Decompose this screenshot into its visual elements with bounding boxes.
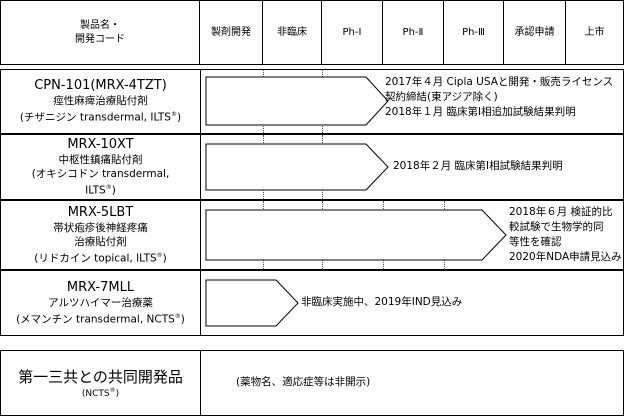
header-nonclinical: 非臨床 bbox=[262, 0, 322, 65]
progress-arrow bbox=[205, 76, 389, 126]
joint-name-cell: 第一三共との共同開発品 (NCTS®) bbox=[1, 351, 201, 415]
joint-development-row: 第一三共との共同開発品 (NCTS®) (薬物名、適応症等は非開示) bbox=[0, 350, 624, 416]
detail-text: (リドカイン topical, ILTS bbox=[34, 252, 157, 265]
product-code: MRX-5LBT bbox=[67, 204, 134, 220]
product-detail: (リドカイン topical, ILTS®) bbox=[34, 249, 167, 266]
joint-mark-close: ) bbox=[115, 389, 120, 399]
header-ph3: Ph-Ⅲ bbox=[443, 0, 504, 65]
header-launch: 上市 bbox=[565, 0, 624, 65]
product-code: MRX-7MLL bbox=[66, 279, 135, 295]
detail-close: ) bbox=[111, 184, 116, 197]
header-name-line1: 製品名・ bbox=[80, 20, 120, 31]
joint-note: (薬物名、適応症等は非開示) bbox=[236, 376, 371, 388]
product-row: MRX-7MLL アルツハイマー治療薬 (メマンチン transdermal, … bbox=[0, 270, 624, 336]
header-approval: 承認申請 bbox=[503, 0, 566, 65]
product-code: CPN-101(MRX-4TZT) bbox=[34, 78, 167, 94]
status-text: 非臨床実施中、2019年IND見込み bbox=[301, 296, 463, 308]
product-name: 痙性麻痺治療貼付剤 bbox=[53, 95, 148, 108]
product-detail: (メマンチン transdermal, NCTS®) bbox=[16, 310, 185, 327]
product-name: アルツハイマー治療薬 bbox=[48, 296, 153, 309]
product-name-line2: 治療貼付剤 bbox=[74, 235, 127, 248]
product-row: CPN-101(MRX-4TZT) 痙性麻痺治療貼付剤 (チザニジン trans… bbox=[0, 69, 624, 134]
registered-mark: ® bbox=[174, 312, 181, 320]
header-name-line2: 開発コード bbox=[75, 33, 125, 45]
product-name-cell: MRX-5LBT 帯状疱疹後神経疼痛 治療貼付剤 (リドカイン topical,… bbox=[1, 201, 201, 269]
product-detail-line1: (オキシコドン transdermal, bbox=[31, 167, 170, 180]
joint-mark: (NCTS®) bbox=[82, 387, 119, 399]
product-name-cell: MRX-7MLL アルツハイマー治療薬 (メマンチン transdermal, … bbox=[1, 271, 201, 335]
detail-close: ) bbox=[176, 111, 182, 124]
product-row: MRX-10XT 中枢性鎮痛貼付剤 (オキシコドン transdermal, I… bbox=[0, 134, 624, 200]
status-text: 2018年６月 検証的比 較試験で生物学的同 等性を確認 2020年NDA申請見… bbox=[509, 206, 622, 263]
header-ph2: Ph-Ⅱ bbox=[382, 0, 444, 65]
product-name: 帯状疱疹後神経疼痛 bbox=[53, 221, 148, 234]
progress-arrow bbox=[205, 143, 389, 191]
status-text: 2018年２月 臨床第Ⅰ相試験結果判明 bbox=[393, 160, 563, 172]
detail-close: ) bbox=[180, 313, 185, 326]
product-detail: ILTS®) bbox=[85, 181, 116, 198]
detail-close: ) bbox=[162, 252, 167, 265]
product-name-cell: MRX-10XT 中枢性鎮痛貼付剤 (オキシコドン transdermal, I… bbox=[1, 135, 201, 199]
product-code: MRX-10XT bbox=[67, 136, 134, 152]
detail-text: ILTS bbox=[85, 184, 106, 197]
product-name: 中枢性鎮痛貼付剤 bbox=[58, 153, 143, 166]
registered-mark: ® bbox=[170, 111, 177, 119]
registered-mark: ® bbox=[109, 387, 116, 394]
product-row: MRX-5LBT 帯状疱疹後神経疼痛 治療貼付剤 (リドカイン topical,… bbox=[0, 200, 624, 270]
product-name-cell: CPN-101(MRX-4TZT) 痙性麻痺治療貼付剤 (チザニジン trans… bbox=[1, 70, 201, 133]
detail-text: (メマンチン transdermal, NCTS bbox=[16, 313, 175, 326]
registered-mark: ® bbox=[156, 251, 163, 259]
product-detail: (チザニジン transdermal, ILTS®) bbox=[20, 108, 181, 125]
registered-mark: ® bbox=[105, 183, 112, 191]
progress-arrow bbox=[205, 279, 299, 327]
progress-arrow bbox=[205, 209, 507, 261]
joint-mark-text: (NCTS bbox=[81, 389, 110, 399]
status-text: 2017年４月 Cipla USAと開発・販売ライセンス 契約締結(東アジア除く… bbox=[385, 76, 614, 118]
header-product-name: 製品名・開発コード bbox=[0, 0, 200, 65]
header-ph1: Ph-Ⅰ bbox=[321, 0, 383, 65]
joint-title: 第一三共との共同開発品 bbox=[18, 368, 183, 386]
detail-text: (チザニジン transdermal, ILTS bbox=[19, 111, 171, 124]
header-formulation: 製剤開発 bbox=[199, 0, 263, 65]
